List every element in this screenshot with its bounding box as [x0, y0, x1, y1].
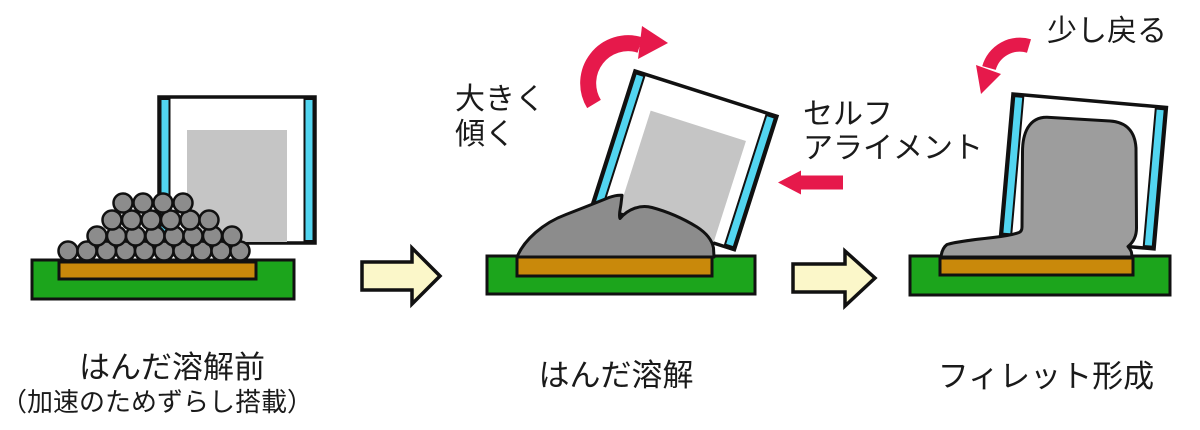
slight-return-label: 少し戻る [1047, 15, 1167, 48]
tilt-annotation-line2: 傾く [455, 118, 515, 151]
solder-ball [132, 192, 154, 214]
return-counterclockwise-arrow [976, 37, 1032, 94]
right-electrode-3 [1142, 107, 1166, 248]
solder-ball [221, 225, 243, 247]
flow-arrow-2 [791, 247, 878, 311]
flow-arrow-1 [360, 243, 443, 309]
solder-ball [198, 209, 220, 231]
rotate-arrow-arc [580, 35, 643, 109]
solder-fillet-blob [939, 115, 1138, 259]
self-alignment-left-arrow [778, 170, 843, 195]
return-arrow-head [976, 65, 1001, 94]
solder-ball [57, 240, 79, 262]
tilt-annotation-line1: 大きく [455, 83, 545, 116]
solder-ball [86, 225, 108, 247]
component-package-2-tilted [590, 68, 780, 252]
solder-pad-1 [57, 260, 258, 281]
rotate-clockwise-arrow [580, 26, 668, 109]
self-alignment-label-line1: セルフ [803, 98, 893, 131]
rotate-arrow-head [638, 26, 668, 59]
stage-1-caption: はんだ溶解前 [79, 350, 265, 385]
left-electrode-3 [1001, 95, 1025, 236]
solder-pad-3 [938, 256, 1135, 277]
right-electrode-1 [303, 98, 315, 242]
return-arrow-arc [982, 37, 1032, 71]
solder-ball [112, 192, 134, 214]
solder-ball [152, 192, 174, 214]
right-electrode-2 [723, 113, 777, 249]
self-alignment-label-line2: アライメント [803, 132, 983, 165]
self-alignment-annotation: セルフ アライメント [778, 98, 983, 195]
solder-ball [172, 192, 194, 214]
stage-1-subcaption: （加速のためずらし搭載） [1, 387, 313, 417]
molten-solder-blob [515, 193, 716, 259]
solder-pad-2 [515, 255, 714, 278]
stage-2-melting: 大きく 傾く はんだ溶解 [455, 26, 780, 393]
solder-ball-pile [57, 192, 251, 262]
stage-1-before-melting: はんだ溶解前 （加速のためずらし搭載） [1, 95, 317, 417]
stage-3-caption: フィレット形成 [938, 359, 1154, 394]
stage-3-fillet: 少し戻る フィレット形成 [908, 15, 1172, 394]
solder-ball [101, 209, 123, 231]
stage-2-caption: はんだ溶解 [539, 358, 694, 393]
